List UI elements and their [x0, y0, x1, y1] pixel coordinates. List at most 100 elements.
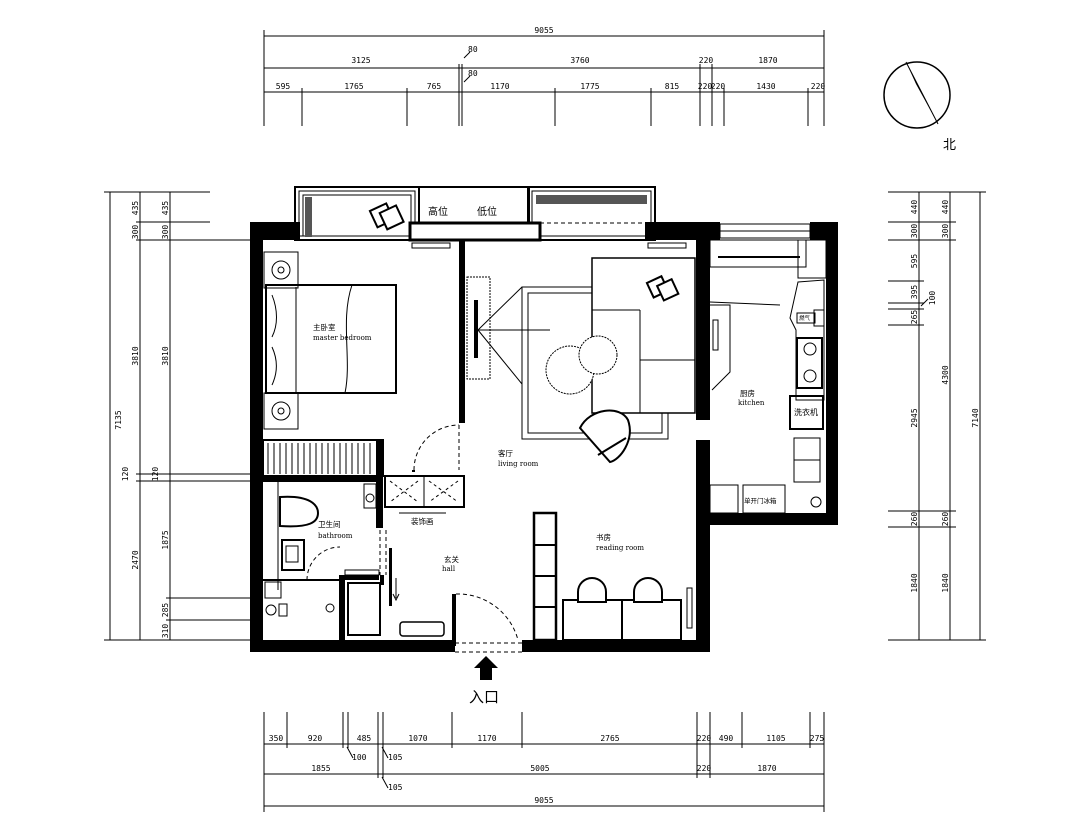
- dim-label: 1875: [161, 530, 170, 549]
- dim-label: 220: [711, 82, 726, 91]
- dim-label: 350: [269, 734, 284, 743]
- dim-label: 1775: [580, 82, 599, 91]
- dim-label: 5005: [530, 764, 549, 773]
- left-dimensions: 7135 435 300 3810 120 2470 435 300 3810 …: [104, 191, 250, 641]
- washing-machine: [789, 395, 824, 430]
- dim-label: 1170: [490, 82, 509, 91]
- dim-label: 220: [811, 82, 826, 91]
- dim-label: 440: [910, 200, 919, 215]
- shower-icon: [325, 603, 335, 613]
- chair: [577, 577, 607, 603]
- radiator: [411, 242, 451, 249]
- nightstand: [263, 251, 299, 289]
- dim-label: 220: [699, 56, 714, 65]
- kitchen-label-en: kitchen: [738, 399, 765, 407]
- dim-label: 220: [697, 734, 712, 743]
- armchair: [578, 409, 631, 464]
- dim-label: 105: [388, 783, 403, 792]
- bathroom-label-cn: 卫生间: [318, 519, 341, 529]
- high-level-label: 高位: [428, 205, 448, 218]
- dim-label: 1765: [344, 82, 363, 91]
- dim-label: 1870: [757, 764, 776, 773]
- entrance-arrow-icon: [474, 656, 498, 680]
- right-dimensions: 440 300 595 395 100 265 2945 260 1840 44…: [888, 191, 986, 641]
- dim-label: 3810: [131, 346, 140, 365]
- entrance-label: 入口: [469, 688, 499, 706]
- shoe-cabinet: [347, 582, 381, 636]
- dim-label: 260: [941, 512, 950, 527]
- dim-left-total: 7135: [114, 410, 123, 429]
- dim-label: 220: [697, 764, 712, 773]
- fridge-label: 单开门冰箱: [744, 496, 777, 505]
- dim-label: 2765: [600, 734, 619, 743]
- dim-label: 300: [941, 224, 950, 239]
- toilet: [279, 495, 320, 528]
- top-dimensions: 9055 3125 80 3760 220 1870 595 1765 765 …: [263, 26, 826, 126]
- dim-label: 815: [665, 82, 680, 91]
- cushions: [368, 202, 405, 231]
- dim-label: 920: [308, 734, 323, 743]
- sofa: [591, 257, 696, 414]
- dim-bottom-total: 9055: [534, 796, 553, 805]
- north-compass: 北: [883, 61, 956, 153]
- master-bedroom-label-cn: 主卧室: [313, 322, 336, 332]
- dim-label: 285: [161, 603, 170, 618]
- dim-label: 310: [161, 624, 170, 639]
- dim-label: 3125: [351, 56, 370, 65]
- dim-label: 1855: [311, 764, 330, 773]
- lamp-icon: [271, 401, 291, 421]
- dim-label: 100: [928, 291, 937, 306]
- dim-label: 2470: [131, 550, 140, 569]
- fridge: [742, 484, 786, 514]
- dim-label: 300: [131, 225, 140, 240]
- dim-top-total: 9055: [534, 26, 553, 35]
- dim-label: 220: [698, 82, 713, 91]
- dim-label: 440: [941, 200, 950, 215]
- dim-label: 595: [276, 82, 291, 91]
- dim-label: 435: [131, 201, 140, 216]
- dim-label: 485: [357, 734, 372, 743]
- dim-label: 300: [161, 225, 170, 240]
- dim-label: 395: [910, 285, 919, 300]
- dim-label: 3760: [570, 56, 589, 65]
- living-room-label-en: living room: [498, 460, 539, 468]
- kitchen-label-cn: 厨房: [740, 388, 755, 398]
- dim-label: 435: [161, 201, 170, 216]
- master-bedroom-label-en: master bedroom: [313, 334, 372, 342]
- nightstand: [263, 392, 299, 430]
- dim-label: 490: [719, 734, 734, 743]
- dim-label: 120: [121, 467, 130, 482]
- chair: [633, 577, 663, 603]
- walls: [250, 186, 838, 652]
- tv: [474, 300, 478, 358]
- dim-label: 120: [151, 467, 160, 482]
- dim-label: 275: [810, 734, 825, 743]
- lamp-icon: [271, 260, 291, 280]
- north-label: 北: [943, 138, 956, 153]
- desk: [621, 599, 682, 641]
- dim-label: 1840: [941, 573, 950, 592]
- washing-machine-label: 洗衣机: [794, 407, 818, 417]
- decor-painting-label: 装饰画: [411, 516, 434, 526]
- furniture: 高位 低位 装饰画: [263, 202, 827, 706]
- stove: [796, 337, 823, 389]
- coffee-table: [578, 335, 618, 375]
- dim-label: 1870: [758, 56, 777, 65]
- dim-right-total: 7140: [971, 408, 980, 427]
- reading-room-label-cn: 书房: [596, 532, 611, 542]
- cushions: [645, 274, 680, 302]
- low-level-label: 低位: [477, 205, 497, 218]
- radiator: [686, 587, 693, 629]
- dim-label: 3810: [161, 346, 170, 365]
- dim-label: 80: [468, 69, 478, 78]
- wardrobe: [267, 443, 371, 474]
- radiator: [305, 197, 312, 237]
- dim-label: 4300: [941, 365, 950, 384]
- wall-cabinet: [709, 239, 807, 268]
- radiator: [344, 569, 380, 576]
- bottom-dimensions: 350 920 100 485 105 1070 1170 2765 220 4…: [263, 712, 825, 812]
- gas-label: 燃气: [799, 314, 811, 322]
- bench: [399, 621, 445, 637]
- hall-label-cn: 玄关: [444, 554, 459, 564]
- basin: [281, 539, 305, 571]
